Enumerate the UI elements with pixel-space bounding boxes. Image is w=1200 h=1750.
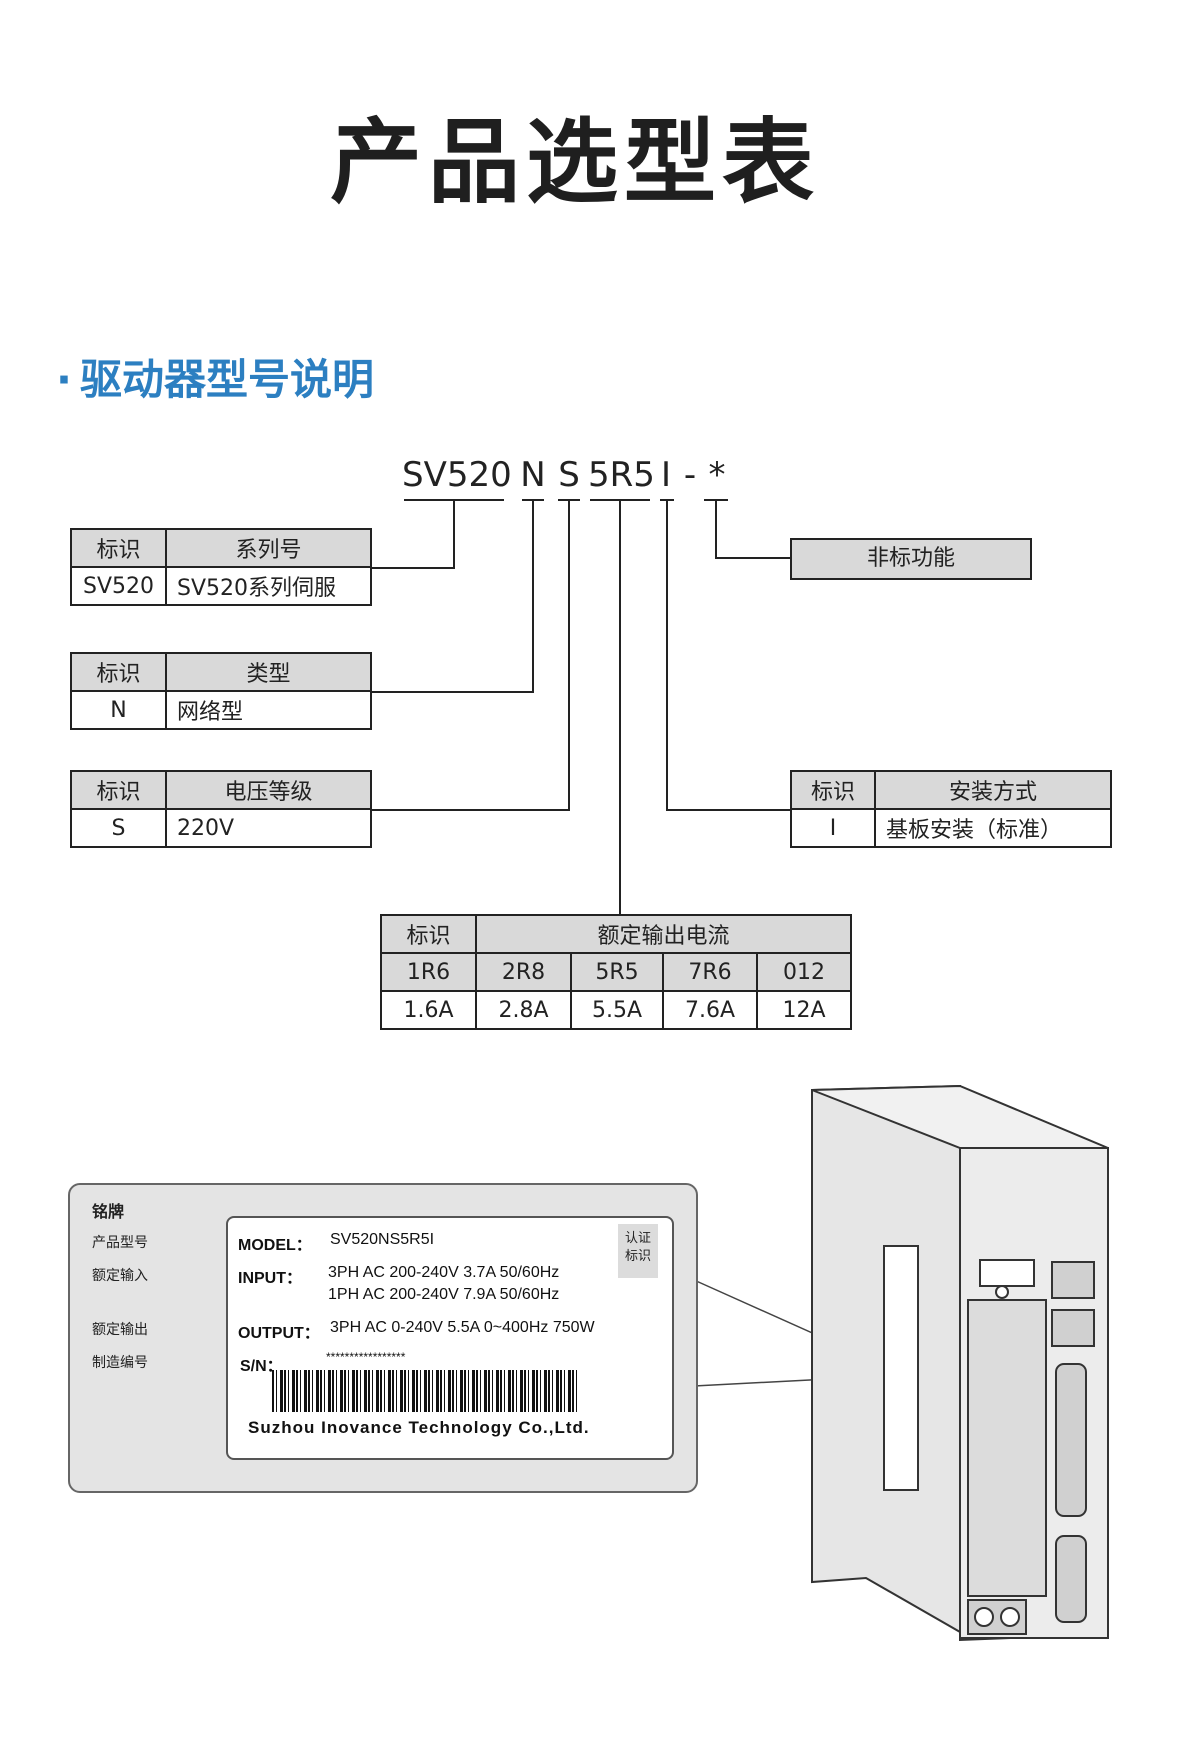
- type-desc: 网络型: [165, 690, 372, 730]
- type-code: N: [70, 690, 167, 730]
- current-value-cell: 12A: [755, 990, 853, 1030]
- code-series: SV520: [402, 455, 512, 495]
- section-bullet: ·: [56, 355, 72, 404]
- input-line-2: 1PH AC 200-240V 7.9A 50/60Hz: [328, 1286, 560, 1303]
- voltage-desc: 220V: [165, 808, 372, 848]
- series-header-id: 标识: [70, 528, 167, 568]
- input-key: INPUT：: [238, 1270, 303, 1287]
- current-value-cell: 5.5A: [570, 990, 664, 1030]
- current-code-cell: 5R5: [570, 952, 664, 992]
- nonstandard-box: 非标功能: [790, 538, 1032, 580]
- cert-line-1: 认证: [624, 1231, 651, 1246]
- label-output: 额定输出: [92, 1322, 148, 1338]
- cert-line-2: 标识: [624, 1249, 651, 1264]
- series-header-name: 系列号: [165, 528, 372, 568]
- certification-mark: 认证 标识: [618, 1224, 658, 1278]
- current-table: 标识 额定输出电流 1R6 2R8 5R5 7R6 012 1.6A 2.8A …: [380, 914, 853, 1030]
- current-code-cell: 7R6: [662, 952, 758, 992]
- nameplate-sticker: [226, 1216, 674, 1460]
- output-key: OUTPUT：: [238, 1325, 320, 1342]
- current-header-id: 标识: [380, 914, 477, 954]
- type-header-id: 标识: [70, 652, 167, 692]
- servo-drive-illustration: [811, 1084, 1109, 1642]
- series-desc: SV520系列伺服: [165, 566, 372, 606]
- type-table: 标识 类型 N 网络型: [70, 652, 372, 730]
- current-value-cell: 2.8A: [475, 990, 572, 1030]
- model-key: MODEL：: [238, 1237, 312, 1254]
- code-voltage: S: [558, 455, 580, 495]
- mount-code: I: [790, 808, 876, 848]
- section-heading-text: 驱动器型号说明: [79, 355, 374, 404]
- page-title: 产品选型表: [329, 109, 820, 216]
- voltage-code: S: [70, 808, 167, 848]
- current-code-cell: 1R6: [380, 952, 477, 992]
- input-line-1: 3PH AC 200-240V 3.7A 50/60Hz: [328, 1264, 560, 1281]
- current-value-cell: 1.6A: [380, 990, 477, 1030]
- nameplate-title: 铭牌: [92, 1202, 125, 1221]
- voltage-table: 标识 电压等级 S 220V: [70, 770, 372, 848]
- series-table: 标识 系列号 SV520 SV520系列伺服: [70, 528, 372, 606]
- code-current: 5R5: [588, 455, 655, 495]
- type-header-name: 类型: [165, 652, 372, 692]
- series-code: SV520: [70, 566, 167, 606]
- label-input: 额定输入: [92, 1268, 148, 1284]
- label-serial: 制造编号: [92, 1355, 148, 1371]
- mount-table: 标识 安装方式 I 基板安装（标准）: [790, 770, 1112, 848]
- voltage-header-id: 标识: [70, 770, 167, 810]
- barcode: [272, 1370, 578, 1412]
- section-heading: ·驱动器型号说明: [56, 346, 374, 407]
- code-mount: I: [660, 455, 672, 495]
- serial-value: *****************: [326, 1350, 406, 1364]
- mount-header-id: 标识: [790, 770, 876, 810]
- company-name: Suzhou Inovance Technology Co.,Ltd.: [248, 1418, 590, 1437]
- current-value-cell: 7.6A: [662, 990, 758, 1030]
- voltage-header-name: 电压等级: [165, 770, 372, 810]
- mount-desc: 基板安装（标准）: [874, 808, 1112, 848]
- mount-header-name: 安装方式: [874, 770, 1112, 810]
- current-code-cell: 012: [755, 952, 853, 992]
- output-value: 3PH AC 0-240V 5.5A 0~400Hz 750W: [330, 1319, 595, 1336]
- current-header-name: 额定输出电流: [474, 914, 853, 954]
- current-code-cell: 2R8: [475, 952, 572, 992]
- code-type: N: [520, 455, 546, 495]
- label-model: 产品型号: [92, 1235, 148, 1251]
- code-nonstandard: *: [708, 455, 726, 495]
- model-value: SV520NS5R5I: [330, 1231, 435, 1248]
- code-dash: -: [683, 455, 697, 495]
